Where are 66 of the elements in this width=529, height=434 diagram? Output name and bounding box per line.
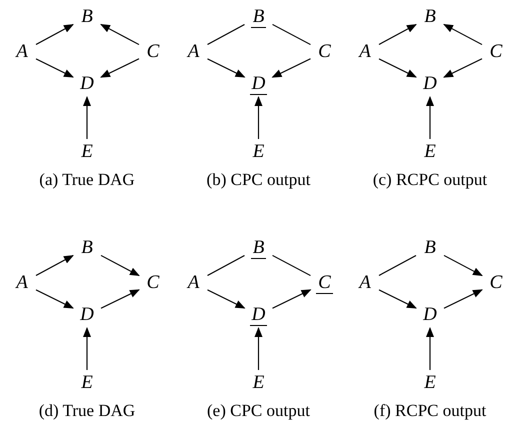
node-label: E — [252, 373, 266, 393]
node-label: E — [423, 373, 437, 393]
node-label: D — [79, 74, 95, 94]
node-label: D — [422, 74, 438, 94]
subfigure-caption: (e) CPC output — [206, 401, 311, 421]
node-label: D — [250, 304, 268, 326]
node-label: E — [80, 373, 94, 393]
node-label: E — [423, 142, 437, 162]
arrow — [207, 58, 246, 78]
arrow — [378, 289, 417, 309]
node-label: C — [317, 42, 332, 62]
node-label: D — [250, 74, 268, 94]
arrow — [254, 327, 262, 370]
arrow — [426, 327, 434, 370]
node-label: C — [146, 273, 160, 293]
arrow — [272, 58, 311, 78]
node-label: B — [250, 238, 266, 258]
arrow — [36, 24, 74, 45]
subfigure-caption: (d) True DAG — [38, 401, 136, 421]
node-label: B — [80, 238, 94, 258]
node-label: B — [80, 7, 94, 27]
arrow — [207, 289, 246, 309]
arrow — [254, 96, 262, 139]
subfigure-caption: (a) True DAG — [38, 170, 136, 190]
node-label: C — [488, 42, 504, 62]
arrow — [100, 289, 140, 309]
node-label: D — [79, 305, 95, 325]
node-label: A — [14, 273, 29, 293]
node-label: A — [186, 42, 200, 62]
edge-line — [207, 255, 245, 276]
node-label: D — [422, 305, 438, 325]
node-label: C — [316, 272, 333, 294]
arrow — [443, 24, 482, 46]
arrow — [378, 24, 417, 45]
node-label: C — [146, 42, 160, 62]
subfigure-caption: (b) CPC output — [206, 170, 312, 190]
node-label: B — [250, 6, 266, 28]
edge-line — [378, 255, 416, 276]
node-label: A — [357, 273, 372, 293]
arrow — [36, 58, 74, 78]
arrow — [36, 255, 74, 276]
edge-line — [207, 24, 245, 45]
node-label: B — [423, 238, 437, 258]
edge-line — [272, 254, 311, 276]
arrow — [272, 289, 312, 309]
arrow — [100, 58, 140, 78]
edge-line — [272, 24, 311, 46]
arrow — [426, 96, 434, 139]
arrow — [444, 289, 483, 309]
arrow — [83, 327, 91, 370]
node-label: A — [186, 273, 200, 293]
arrow — [83, 96, 91, 139]
arrow — [443, 58, 482, 78]
node-label: E — [80, 142, 94, 162]
node-label: B — [423, 7, 437, 27]
arrow — [100, 254, 140, 276]
arrow — [100, 24, 140, 46]
node-label: C — [488, 273, 504, 293]
subfigure-caption: (c) RCPC output — [372, 170, 488, 190]
node-label: E — [252, 142, 266, 162]
arrow — [36, 289, 74, 309]
subfigure-caption: (f) RCPC output — [372, 401, 488, 421]
arrow — [444, 254, 483, 276]
arrow — [378, 58, 417, 78]
node-label: A — [357, 42, 372, 62]
node-label: A — [14, 42, 29, 62]
